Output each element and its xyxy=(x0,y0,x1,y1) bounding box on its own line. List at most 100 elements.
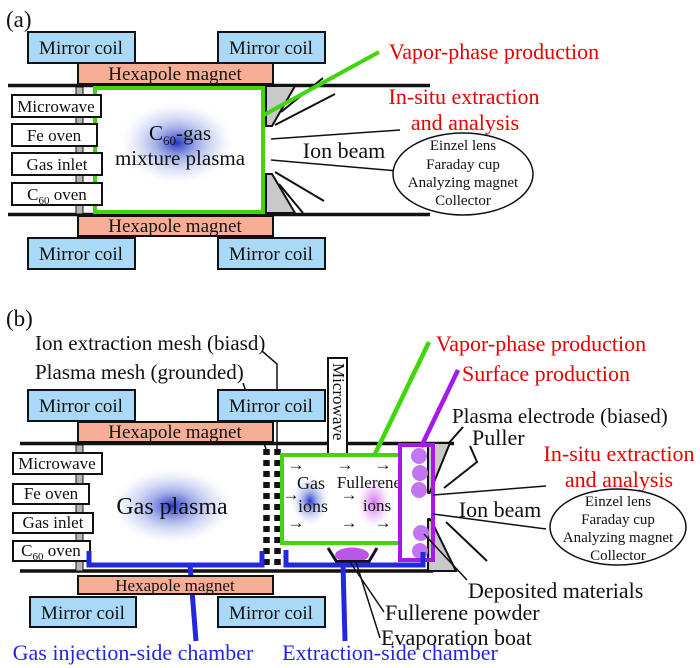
analysis-item: Einzel lens xyxy=(585,494,651,510)
plasma-electrode-label: Plasma electrode (biased) xyxy=(452,404,668,428)
microwave-port-box xyxy=(11,94,102,118)
mirror-coil-box xyxy=(27,389,136,422)
deposit-dot xyxy=(411,448,427,464)
mirror-coil-label: Mirror coil xyxy=(229,244,313,265)
ion-beam-label: Ion beam xyxy=(459,497,541,522)
plasma-blob xyxy=(117,100,237,186)
analysis-ellipse xyxy=(549,488,687,566)
surface-production-pointer-line xyxy=(418,369,461,448)
mirror-coil-label: Mirror coil xyxy=(39,396,123,417)
vapor-phase-pointer-line xyxy=(261,50,380,118)
vapor-phase-label: Vapor-phase production xyxy=(436,331,646,356)
ion-beam-fan xyxy=(432,485,547,562)
fan-line xyxy=(445,521,488,562)
arrow-icon: → xyxy=(288,513,305,532)
mirror-coil-box xyxy=(217,596,326,628)
gas-ions-label2: ions xyxy=(298,496,328,516)
fan-line xyxy=(278,183,304,214)
analysis-item: Collector xyxy=(590,548,646,564)
fullerene-ions-blob xyxy=(355,474,393,532)
mirror-coil-box xyxy=(27,31,136,64)
extraction-electrode-bottom xyxy=(265,173,297,214)
fullerene-powder-pointer xyxy=(349,561,385,613)
panel-a-tag: (a) xyxy=(6,7,32,32)
deposit-dot xyxy=(412,465,428,481)
fan-line xyxy=(274,93,336,126)
beam-envelope-top xyxy=(432,485,547,496)
microwave-port-label: Microwave xyxy=(18,454,95,473)
extraction-chamber-label: Extraction-side chamber xyxy=(282,640,498,665)
fe-oven-label: Fe oven xyxy=(24,484,79,503)
mirror-coil-label: Mirror coil xyxy=(41,603,125,624)
beam-envelope-bottom xyxy=(432,513,547,530)
arrow-icon: → xyxy=(337,455,354,474)
mirror-coil-box xyxy=(217,31,326,64)
insitu-label-line2: and analysis xyxy=(411,110,519,135)
hexapole-magnet-label: Hexapole magnet xyxy=(108,422,242,443)
analysis-item: Faraday cup xyxy=(426,157,500,173)
mirror-coil-label: Mirror coil xyxy=(39,38,123,59)
insitu-label-line2: and analysis xyxy=(565,467,673,492)
gas-inlet-box xyxy=(11,152,103,176)
plasma-text-line2: mixture plasma xyxy=(115,146,246,170)
hexapole-magnet-label: Hexapole magnet xyxy=(108,216,242,237)
beam-envelope-top xyxy=(270,129,401,140)
deposited-materials-pointer xyxy=(423,533,468,581)
microwave-port-box xyxy=(12,452,103,475)
puller-pointer xyxy=(443,445,479,489)
fe-oven-label: Fe oven xyxy=(27,126,82,145)
mirror-coil-box xyxy=(217,237,326,270)
insitu-label-line1: In-situ extraction xyxy=(544,441,695,466)
insitu-label-line1: In-situ extraction xyxy=(389,84,540,109)
arrow-icon: → xyxy=(341,513,358,532)
extraction-chamber-pointer xyxy=(340,564,348,642)
evaporation-boat-label: Evaporation boat xyxy=(381,625,532,650)
mirror-coil-label: Mirror coil xyxy=(229,396,313,417)
mirror-coil-label: Mirror coil xyxy=(229,38,313,59)
mirror-coil-box xyxy=(217,389,326,422)
vapor-phase-region-border xyxy=(93,86,265,214)
mirror-coil-box xyxy=(27,237,136,270)
ion-beam-label: Ion beam xyxy=(303,138,385,163)
evaporation-boat-pointer xyxy=(355,561,381,639)
hexapole-magnet-box xyxy=(77,215,274,237)
hexapole-magnet-box xyxy=(77,575,274,595)
arrow-icon: → xyxy=(283,485,300,504)
analysis-item: Einzel lens xyxy=(430,138,496,154)
analysis-ellipse xyxy=(392,132,534,216)
c60-oven-label: C60 oven xyxy=(21,541,81,563)
panel-a: (a) Mirror coil Mirror coil Hexapole mag… xyxy=(6,7,599,270)
gas-inlet-box xyxy=(12,512,94,534)
fullerene-powder-label: Fullerene powder xyxy=(385,600,540,625)
panel-b: (b) Ion extraction mesh (biasd) Plasma m… xyxy=(6,306,694,665)
hexapole-magnet-label: Hexapole magnet xyxy=(115,576,235,595)
deposited-materials-label: Deposited materials xyxy=(468,578,643,603)
surface-production-border xyxy=(398,443,435,562)
ion-beam-fan xyxy=(270,77,401,214)
c60-oven-label: C60 oven xyxy=(27,185,87,207)
feedthrough-bar xyxy=(75,444,84,572)
puller-label: Puller xyxy=(472,425,525,450)
mirror-coil-box xyxy=(29,596,137,628)
gas-inlet-label: Gas inlet xyxy=(27,155,88,174)
gas-ions-blob xyxy=(290,475,330,527)
feedthrough-bar xyxy=(75,86,84,215)
deposit-dot xyxy=(412,543,428,559)
extraction-chamber-bracket xyxy=(283,550,426,568)
gas-plasma-blob xyxy=(108,466,236,546)
analysis-item: Faraday cup xyxy=(581,512,655,528)
mirror-coil-label: Mirror coil xyxy=(39,244,123,265)
fan-line xyxy=(274,171,325,202)
mirror-coil-label: Mirror coil xyxy=(229,603,313,624)
deposit-dot xyxy=(413,525,429,541)
gas-injection-chamber-label: Gas injection-side chamber xyxy=(13,640,254,665)
beam-envelope-bottom xyxy=(270,159,399,172)
microwave-port-label: Microwave xyxy=(17,97,94,116)
hexapole-magnet-box xyxy=(77,62,274,85)
microwave-vertical-label: Microwave xyxy=(329,363,348,440)
arrow-icon: → xyxy=(341,485,358,504)
fullerene-ions-label1: Fullerene xyxy=(337,473,401,492)
arrow-icon: → xyxy=(375,513,392,532)
